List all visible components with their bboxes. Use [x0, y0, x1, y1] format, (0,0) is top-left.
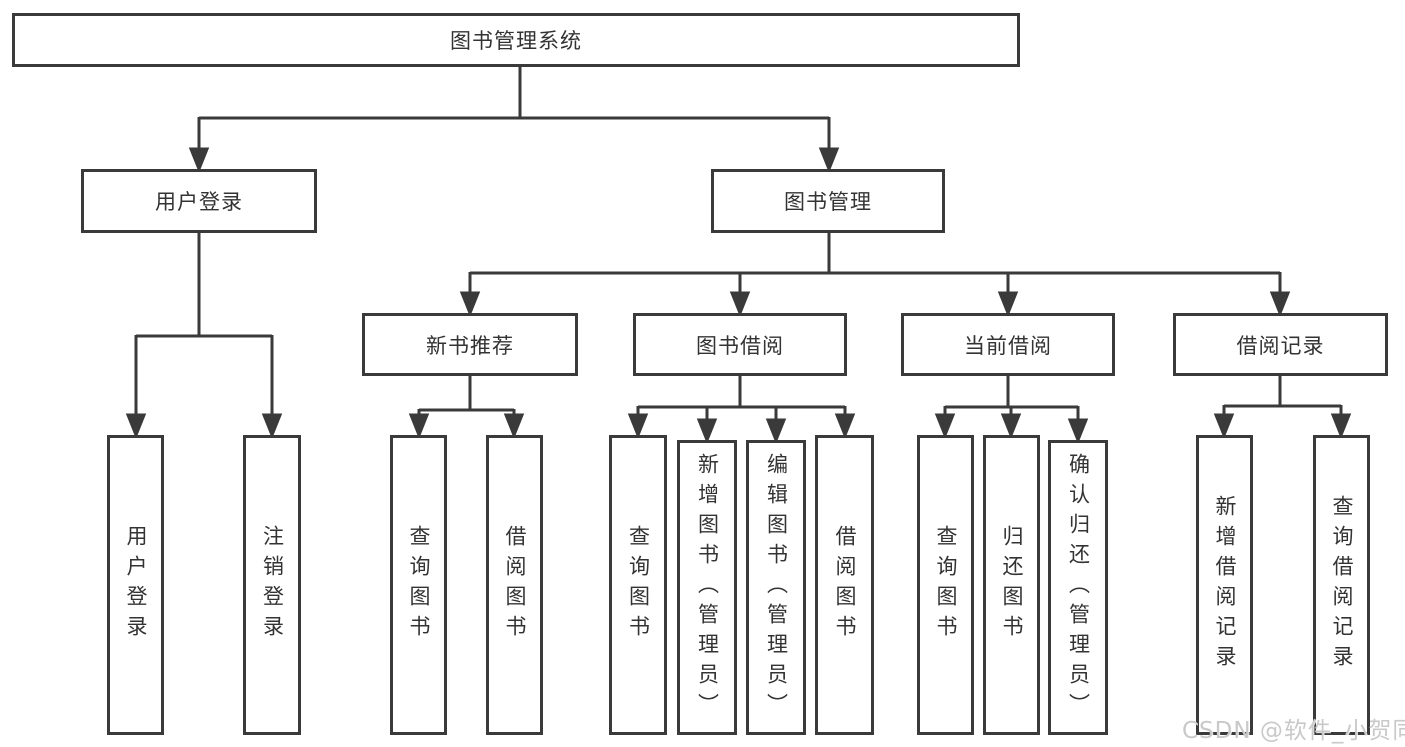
node-leaf-borrow-books: 借阅图书	[815, 435, 874, 735]
node-book-management: 图书管理	[711, 169, 945, 233]
node-leaf-return-books: 归还图书	[983, 435, 1040, 735]
node-current-borrow: 当前借阅	[901, 313, 1115, 376]
arrowhead-icon	[627, 413, 649, 440]
connector-borrow-records-to-leaves	[1213, 373, 1352, 440]
node-leaf-add-borrow-record: 新增借阅记录	[1196, 435, 1253, 735]
connector-root-to-level2	[188, 62, 840, 174]
arrowhead-icon	[818, 147, 840, 174]
arrowhead-icon	[261, 413, 283, 440]
node-leaf-query-borrow-record: 查询借阅记录	[1313, 435, 1370, 735]
arrowhead-icon	[503, 413, 525, 440]
connector-new-book-recommend-to-leaves	[408, 373, 525, 440]
arrowhead-icon	[1213, 413, 1235, 440]
arrowhead-icon	[765, 418, 787, 445]
arrowhead-icon	[408, 413, 430, 440]
node-borrow-records: 借阅记录	[1173, 313, 1388, 376]
node-leaf-logout: 注销登录	[243, 435, 301, 735]
node-leaf-query-books-current: 查询图书	[917, 435, 974, 735]
arrowhead-icon	[997, 291, 1019, 318]
node-leaf-borrow-books-recommend: 借阅图书	[486, 435, 543, 735]
node-leaf-query-books-recommend: 查询图书	[390, 435, 447, 735]
node-leaf-confirm-return-admin: 确认归还（管理员）	[1048, 440, 1108, 735]
connector-user-login-to-leaves	[125, 230, 283, 440]
connector-book-management-to-level3	[459, 230, 1291, 318]
arrowhead-icon	[125, 413, 147, 440]
connector-current-borrow-to-leaves	[934, 373, 1089, 445]
node-leaf-edit-books-admin: 编辑图书（管理员）	[746, 440, 806, 735]
arrowhead-icon	[1000, 413, 1022, 440]
watermark: CSDN @软件_小贺同学	[1182, 718, 1405, 744]
arrowhead-icon	[1269, 291, 1291, 318]
node-new-book-recommend: 新书推荐	[362, 313, 578, 376]
arrowhead-icon	[834, 413, 856, 440]
node-library-management-system: 图书管理系统	[12, 13, 1020, 67]
arrowhead-icon	[1067, 418, 1089, 445]
node-book-borrow: 图书借阅	[633, 313, 847, 376]
arrowhead-icon	[188, 147, 210, 174]
arrowhead-icon	[459, 291, 481, 318]
node-user-login-group: 用户登录	[81, 169, 317, 233]
connector-book-borrow-to-leaves	[627, 373, 856, 445]
node-leaf-user-login: 用户登录	[107, 435, 164, 735]
arrowhead-icon	[696, 418, 718, 445]
arrowhead-icon	[934, 413, 956, 440]
node-leaf-add-books-admin: 新增图书（管理员）	[677, 440, 737, 735]
arrowhead-icon	[729, 291, 751, 318]
arrowhead-icon	[1330, 413, 1352, 440]
node-leaf-query-books-borrow: 查询图书	[609, 435, 667, 735]
